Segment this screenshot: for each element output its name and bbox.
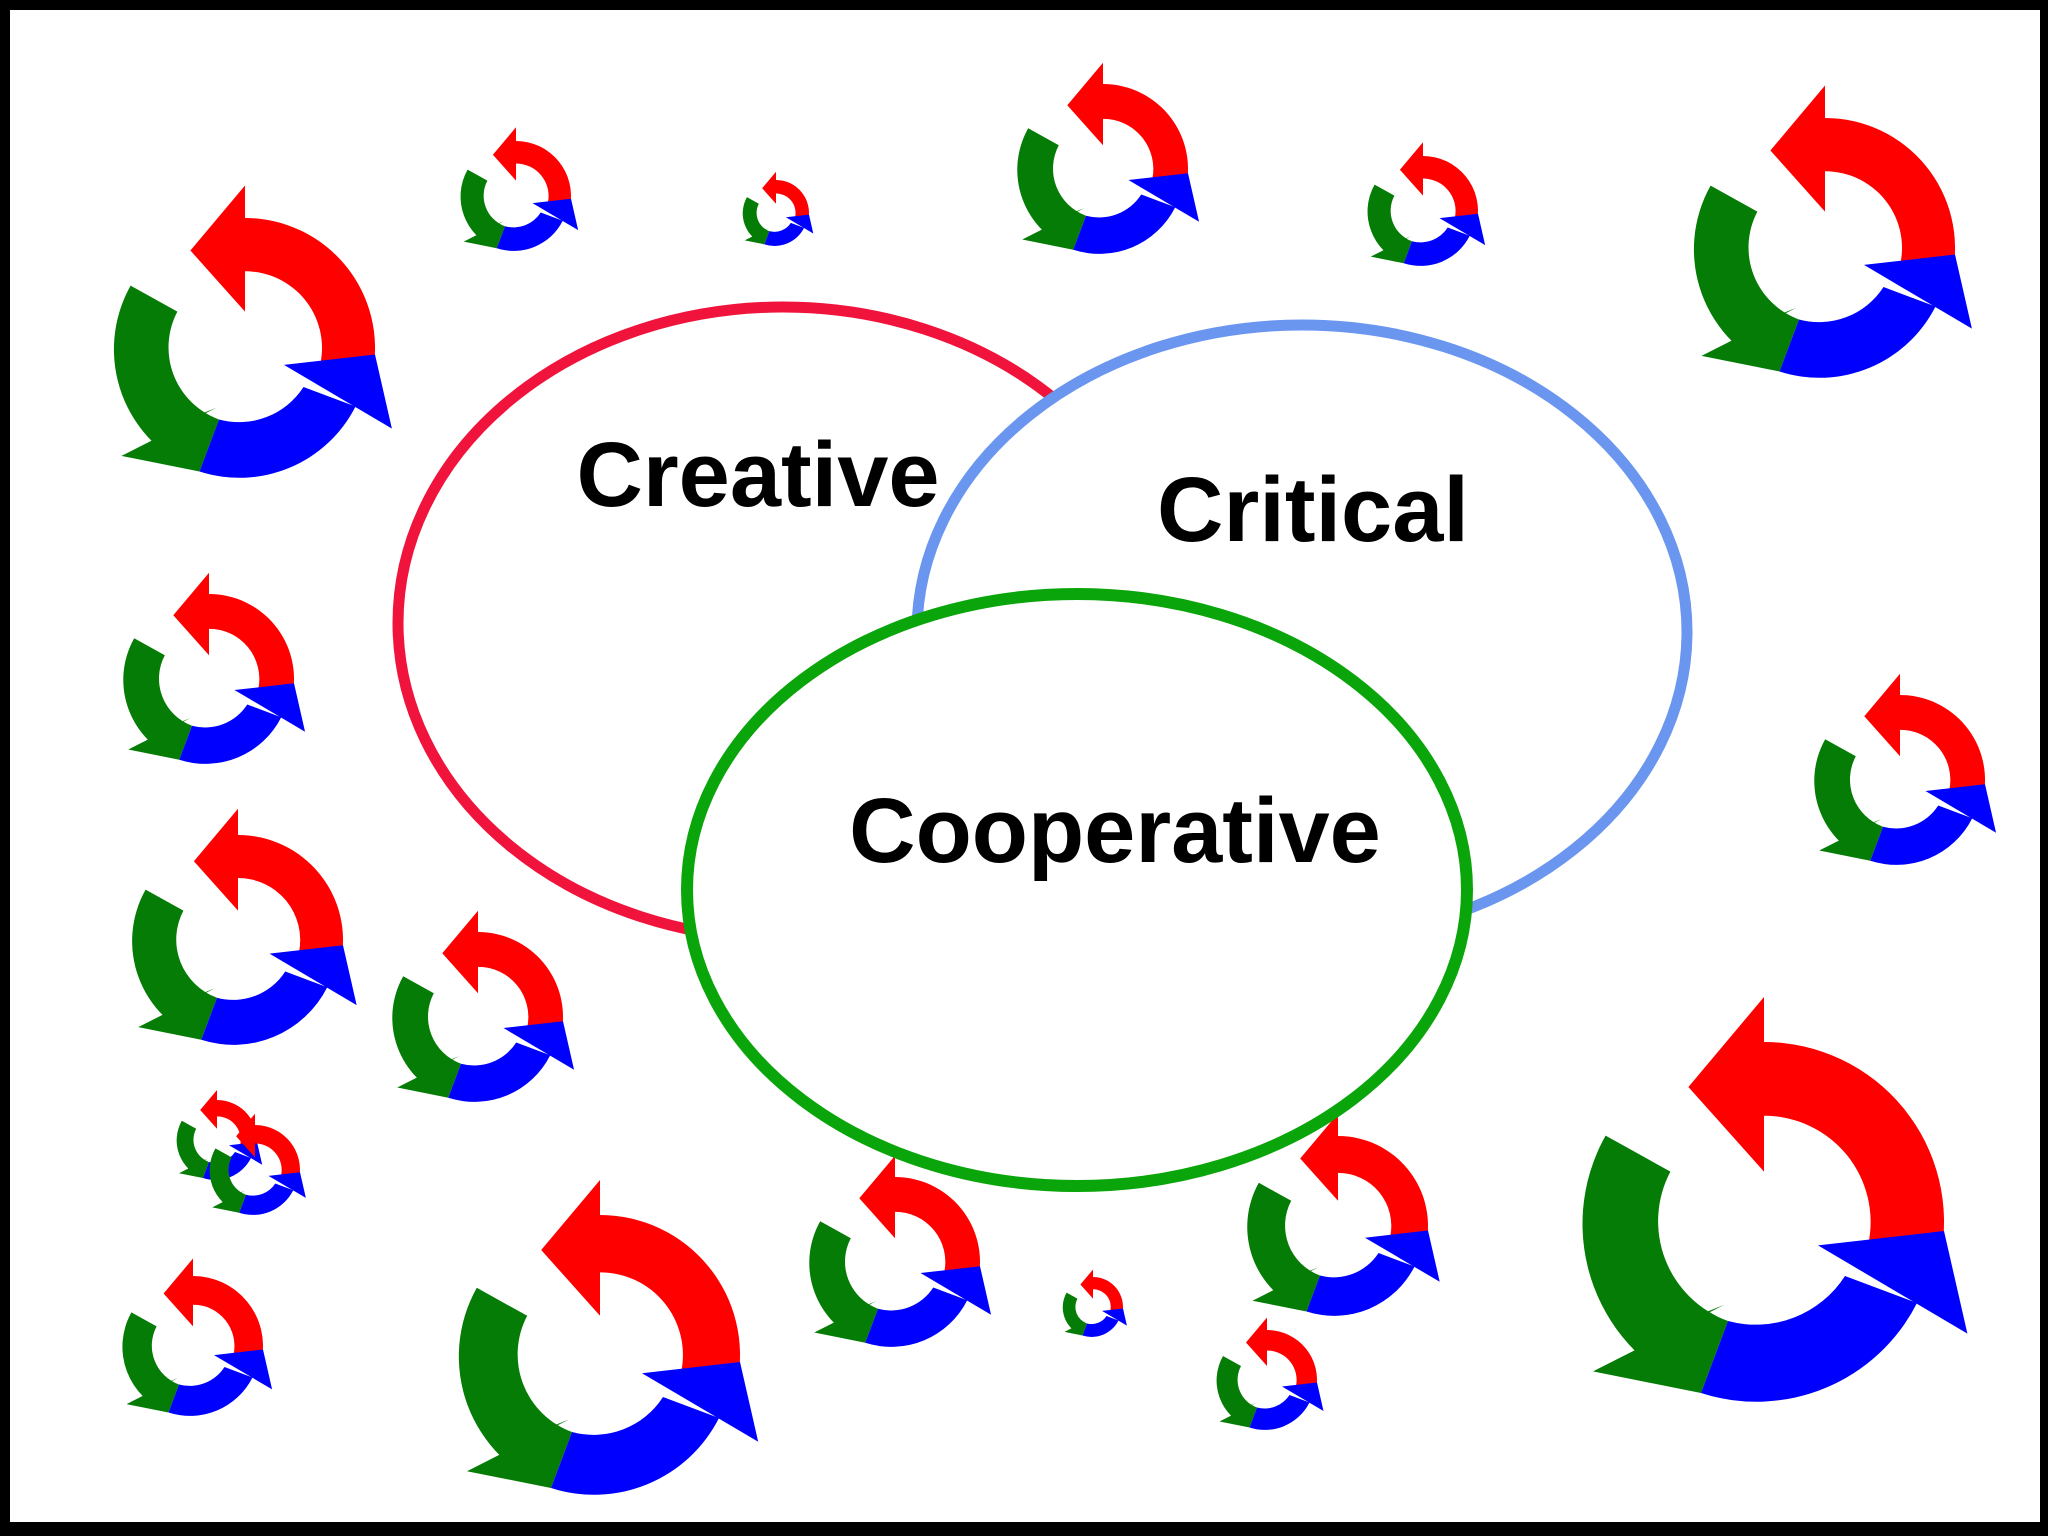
label-critical: Critical bbox=[1157, 459, 1469, 561]
circle-cooperative bbox=[681, 588, 1473, 1192]
label-cooperative: Cooperative bbox=[849, 780, 1381, 882]
venn-diagram: Creative Critical Cooperative bbox=[392, 301, 1693, 1192]
label-creative: Creative bbox=[576, 424, 939, 526]
